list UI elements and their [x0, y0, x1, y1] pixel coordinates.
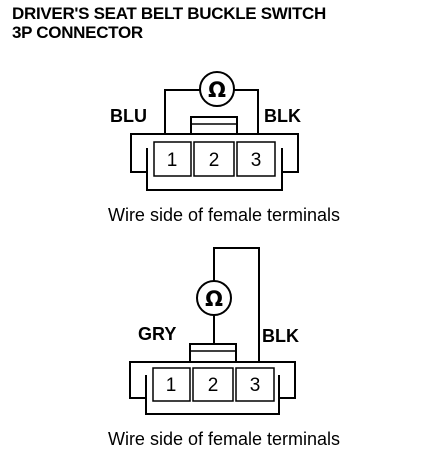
title-line-2: 3P CONNECTOR: [12, 23, 143, 42]
pin-label: 1: [167, 150, 178, 171]
wire-label-right: BLK: [262, 326, 299, 346]
diagram-1-caption: Wire side of female terminals: [107, 205, 341, 225]
diagram-2-caption: Wire side of female terminals: [107, 429, 341, 449]
wire-label-right: BLK: [264, 106, 301, 126]
pin-label: 1: [166, 375, 177, 396]
wire-label-left: GRY: [138, 324, 176, 344]
title-line-1: DRIVER'S SEAT BELT BUCKLE SWITCH: [12, 4, 326, 23]
page-title: DRIVER'S SEAT BELT BUCKLE SWITCH 3P CONN…: [12, 4, 326, 42]
ohm-symbol: Ω: [208, 78, 226, 102]
wire-label-left: BLU: [110, 106, 147, 126]
connector-lock-tab: [190, 116, 238, 135]
pin-label: 2: [208, 375, 219, 396]
pin-label: 3: [251, 150, 262, 171]
terminal-cell: [236, 141, 276, 177]
terminal-cell: [153, 141, 192, 177]
connector-lock-tab: [189, 343, 237, 363]
probe-wire-right-1: [234, 89, 259, 134]
terminal-cell: [152, 367, 191, 402]
probe-wire-left-1: [164, 89, 200, 134]
terminal-cell: [193, 141, 235, 177]
connector-housing: [129, 361, 296, 415]
ohmmeter-icon: [196, 280, 232, 316]
pin-label: 3: [250, 375, 261, 396]
terminal-cell: [192, 367, 234, 402]
ohmmeter-icon: [199, 71, 235, 107]
pin-label: 2: [209, 150, 220, 171]
probe-wire-right-2: [213, 247, 260, 362]
connector-housing: [130, 133, 299, 191]
ohm-symbol: Ω: [205, 287, 223, 311]
diagram-1: Ω BLU BLK 1 2 3: [110, 71, 301, 191]
diagram-2: Ω GRY BLK 1 2 3: [129, 247, 299, 415]
terminal-cell: [235, 367, 275, 402]
